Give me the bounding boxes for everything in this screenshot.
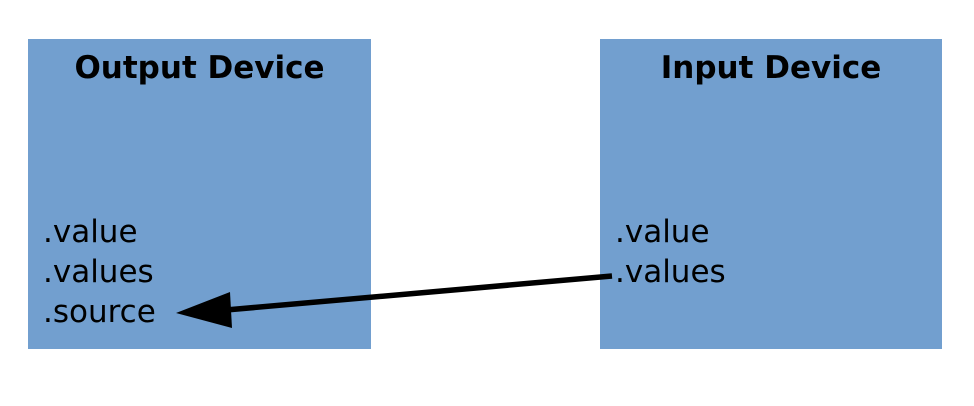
output-property-values: .values <box>43 254 154 290</box>
input-property-value: .value <box>615 214 710 250</box>
output-device-node: Output Device .value .values .source <box>28 39 371 349</box>
input-device-title: Input Device <box>660 50 882 86</box>
input-device-node: Input Device .value .values <box>600 39 942 349</box>
output-device-title: Output Device <box>74 50 325 86</box>
output-property-source: .source <box>43 294 156 330</box>
input-device-properties: .value .values <box>615 212 938 292</box>
output-property-value: .value <box>43 214 138 250</box>
output-device-properties: .value .values .source <box>43 212 367 332</box>
input-property-values: .values <box>615 254 726 290</box>
